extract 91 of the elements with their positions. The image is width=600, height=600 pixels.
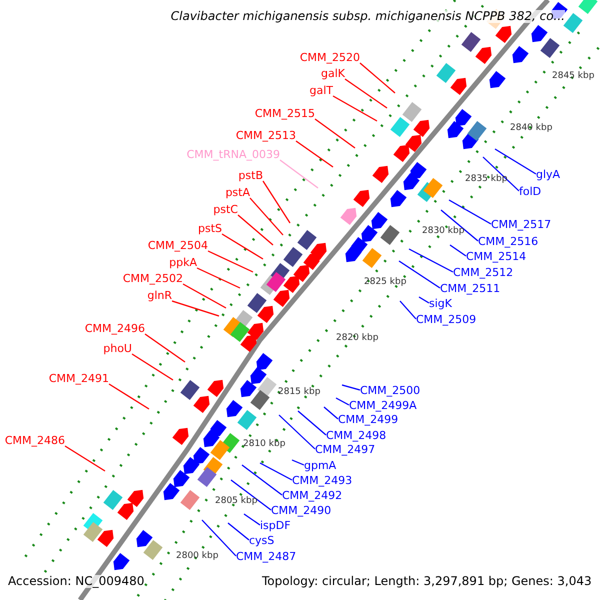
gene-label: CMM_2502 bbox=[122, 272, 183, 285]
leader-line bbox=[400, 300, 416, 320]
leader-line bbox=[342, 384, 360, 391]
leader-line bbox=[144, 334, 186, 362]
gene-label: CMM_2496 bbox=[84, 322, 145, 335]
leader-line bbox=[332, 95, 378, 122]
leader-line bbox=[482, 156, 520, 192]
gene-label: CMM_2514 bbox=[466, 250, 526, 263]
gene-label: pstS bbox=[198, 222, 222, 235]
gene-label: glyA bbox=[536, 168, 560, 181]
leader-line bbox=[208, 250, 254, 273]
gene-label: CMM_2499 bbox=[338, 413, 398, 426]
gene-label: CMM_2497 bbox=[315, 443, 376, 456]
gene-label: glnR bbox=[147, 289, 172, 302]
leader-line bbox=[182, 283, 226, 309]
gene-label: cysS bbox=[249, 534, 274, 547]
scale-label: 2820 kbp bbox=[336, 332, 378, 345]
scale-label: 2835 kbp bbox=[465, 173, 508, 186]
info-text: Topology: circular; Length: 3,297,891 bp; Genes: 3,043 bbox=[262, 575, 592, 588]
leader-line bbox=[314, 118, 356, 148]
gene-label: CMM_2492 bbox=[282, 489, 342, 502]
leader-line bbox=[324, 406, 338, 420]
leader-line bbox=[440, 210, 478, 242]
gene-label: galK bbox=[321, 67, 345, 80]
gene-label: CMM_2498 bbox=[326, 429, 386, 442]
gene-label: CMM_2486 bbox=[4, 434, 65, 447]
leader-line bbox=[230, 480, 272, 510]
scale-label: 2815 kbp bbox=[278, 386, 320, 399]
scale-label: 2825 kbp bbox=[364, 276, 406, 289]
leader-line bbox=[296, 140, 334, 168]
leader-line bbox=[278, 414, 316, 450]
leader-line bbox=[202, 520, 236, 556]
gene-label: CMM_2509 bbox=[416, 313, 476, 326]
gene-label: CMM_2504 bbox=[148, 239, 208, 252]
gene-label: ispDF bbox=[260, 519, 291, 532]
leader-line bbox=[336, 397, 350, 406]
gene-label: CMM_2520 bbox=[300, 51, 360, 64]
gene-label: pstC bbox=[213, 203, 238, 216]
gene-label: sigK bbox=[429, 297, 452, 310]
gene-label: pstB bbox=[238, 169, 263, 182]
leader-line bbox=[242, 464, 282, 496]
scale-label: 2810 kbp bbox=[243, 438, 286, 451]
leader-line bbox=[292, 459, 304, 466]
leader-line bbox=[244, 514, 260, 526]
leader-line bbox=[64, 446, 106, 472]
leader-line bbox=[196, 267, 240, 289]
gene-label: CMM_2491 bbox=[48, 372, 109, 385]
gene-label: folD bbox=[519, 185, 542, 198]
leader-line bbox=[172, 300, 220, 317]
leader-line bbox=[228, 522, 250, 540]
scale-label: 2845 kbp bbox=[552, 70, 594, 83]
leader-line bbox=[344, 78, 388, 108]
gene-label: CMM_2499A bbox=[349, 399, 417, 412]
gene-label: gpmA bbox=[304, 459, 336, 472]
leader-line bbox=[360, 62, 396, 94]
leader-line bbox=[250, 198, 284, 236]
gene-label: CMM_2493 bbox=[292, 474, 352, 487]
gene-label: CMM_2516 bbox=[478, 235, 538, 248]
gene-label: pstA bbox=[225, 186, 250, 199]
leader-line bbox=[494, 148, 536, 175]
gene-label: galT bbox=[310, 84, 333, 97]
leader-line bbox=[298, 410, 326, 436]
info-text: Accession: NC_009480 bbox=[8, 575, 144, 588]
leader-line bbox=[260, 462, 292, 481]
gene-label: CMM_tRNA_0039 bbox=[186, 148, 280, 161]
leader-line bbox=[262, 180, 290, 224]
gene-label: phoU bbox=[103, 342, 132, 355]
gene-label: CMM_2490 bbox=[271, 504, 332, 517]
gene-label: CMM_2515 bbox=[254, 107, 315, 120]
scale-label: 2830 kbp bbox=[422, 225, 464, 238]
scale-label: 2800 kbp bbox=[176, 550, 218, 563]
gene-label: CMM_2487 bbox=[236, 550, 296, 563]
gene-label: ppkA bbox=[169, 256, 197, 269]
scale-label: 2805 kbp bbox=[215, 495, 258, 508]
leader-line bbox=[222, 233, 264, 260]
leader-line bbox=[408, 248, 454, 273]
leader-line bbox=[418, 296, 430, 304]
gene-label: CMM_2512 bbox=[453, 266, 514, 279]
scale-label: 2840 kbp bbox=[510, 122, 552, 135]
leader-line bbox=[238, 214, 274, 246]
leader-line bbox=[132, 354, 174, 380]
gene-label: CMM_2513 bbox=[236, 129, 296, 142]
leader-line bbox=[108, 384, 150, 410]
leader-line bbox=[398, 260, 440, 288]
title: Clavibacter michiganensis subsp. michiganensis NCPPB 382, co... bbox=[170, 10, 565, 23]
leader-line bbox=[450, 244, 466, 256]
gene-label: CMM_2517 bbox=[491, 218, 552, 231]
gene-label: CMM_2511 bbox=[440, 282, 500, 295]
leader-line bbox=[280, 160, 318, 188]
gene-label: CMM_2500 bbox=[360, 384, 420, 397]
leader-line bbox=[448, 199, 492, 225]
